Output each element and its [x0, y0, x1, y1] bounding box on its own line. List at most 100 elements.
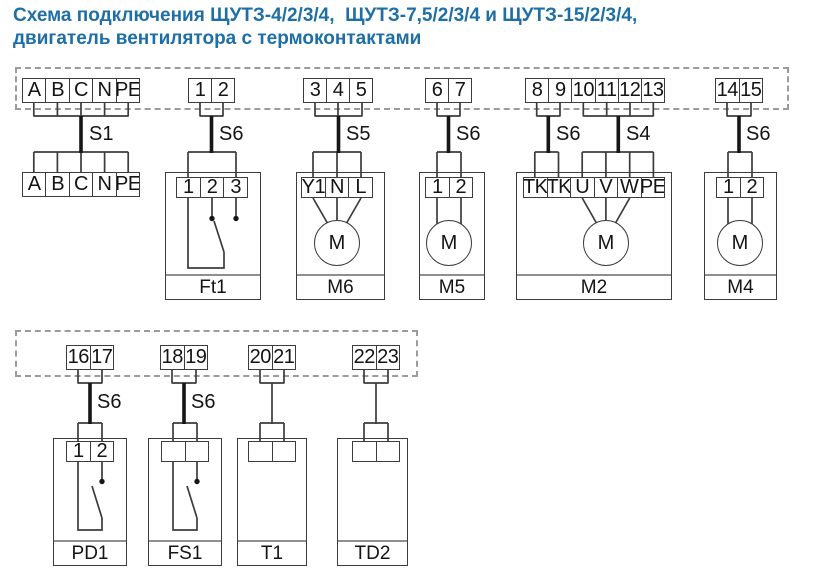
terminal-cell: 2	[449, 177, 473, 198]
terminal-cell: 3	[224, 177, 249, 198]
terminal-cell: 2	[200, 177, 225, 198]
device-label-fs1: FS1	[149, 540, 221, 565]
terminal-block-m2-input: 8 9 10 11 12 13	[525, 78, 666, 103]
terminal-cell: 8	[525, 78, 550, 103]
cable-label-s6-m5: S6	[456, 123, 481, 145]
terminal-row-m6: Y1 N L	[301, 177, 374, 198]
terminal-cell: C	[69, 78, 94, 103]
terminal-cell: 20	[248, 345, 273, 370]
terminal-cell: 3	[303, 78, 327, 103]
terminal-cell: 23	[376, 345, 400, 370]
terminal-cell: 13	[641, 78, 666, 103]
terminal-cell: Y1	[301, 177, 326, 198]
terminal-cell: 18	[160, 345, 185, 370]
cable-label-s4: S4	[626, 123, 651, 145]
terminal-row-m4: 1 2	[716, 177, 764, 198]
cable-label-s6-ft1: S6	[219, 123, 244, 145]
terminal-cell: 17	[90, 345, 114, 370]
terminal-cell	[376, 441, 400, 462]
terminal-cell: A	[22, 78, 47, 103]
terminal-cell: 1	[188, 78, 212, 103]
terminal-block-t1-input: 20 21	[248, 345, 296, 370]
terminal-cell: 2	[740, 177, 764, 198]
cable-label-s6-fs1: S6	[191, 391, 216, 413]
terminal-cell	[185, 441, 209, 462]
terminal-cell: 12	[618, 78, 642, 103]
terminal-cell	[161, 441, 186, 462]
device-label-m6: M6	[297, 274, 384, 299]
terminal-cell: N	[93, 172, 117, 197]
terminal-cell: 22	[352, 345, 377, 370]
terminal-cell: 4	[327, 78, 350, 103]
device-label-pd1: PD1	[54, 540, 126, 565]
terminal-block-fs1-input: 18 19	[160, 345, 208, 370]
device-label-m5: M5	[420, 274, 484, 299]
motor-symbol-m4: M	[717, 220, 763, 266]
motor-symbol-m6: M	[314, 220, 360, 266]
terminal-block-ft1-input: 1 2	[188, 78, 235, 103]
terminal-cell: PE	[116, 172, 141, 197]
terminal-cell: A	[22, 172, 47, 197]
terminal-cell	[352, 441, 377, 462]
terminal-cell: 1	[176, 177, 201, 198]
terminal-row-pd1: 1 2	[66, 441, 114, 462]
terminal-block-td2-input: 22 23	[352, 345, 400, 370]
terminal-block-power-output: A B C N PE	[22, 172, 141, 197]
terminal-cell: 1	[66, 441, 91, 462]
terminal-row-td2	[352, 441, 400, 462]
cable-label-s5: S5	[346, 123, 371, 145]
terminal-row-ft1: 1 2 3	[176, 177, 249, 198]
cable-label-s1: S1	[89, 123, 114, 145]
device-label-td2: TD2	[338, 540, 407, 565]
terminal-cell: 6	[425, 78, 449, 103]
motor-symbol-m2: M	[583, 220, 629, 266]
terminal-cell: L	[349, 177, 374, 198]
terminal-cell: 19	[184, 345, 208, 370]
device-label-ft1: Ft1	[166, 274, 260, 299]
terminal-cell: 21	[272, 345, 296, 370]
device-label-t1: T1	[238, 540, 306, 565]
terminal-cell: TK	[547, 177, 571, 198]
cable-label-s6-pd1: S6	[97, 391, 122, 413]
terminal-cell: 14	[715, 78, 740, 103]
terminal-cell: W	[618, 177, 642, 198]
terminal-block-m5-input: 6 7	[425, 78, 472, 103]
diagram-title-line2: двигатель вентилятора с термоконтактами	[13, 28, 422, 49]
diagram-title-line1: Схема подключения ЩУТЗ-4/2/3/4, ЩУТЗ-7,5…	[13, 5, 638, 26]
terminal-cell: PE	[641, 177, 665, 198]
terminal-cell: B	[46, 172, 70, 197]
terminal-row-m2: TK TK U V W PE	[523, 177, 665, 198]
motor-symbol-m5: M	[426, 220, 472, 266]
device-label-m2: M2	[517, 274, 671, 299]
terminal-block-m4-input: 14 15	[715, 78, 763, 103]
terminal-cell: 1	[425, 177, 450, 198]
terminal-cell: 15	[739, 78, 763, 103]
device-label-m4: M4	[705, 274, 776, 299]
terminal-cell: 2	[90, 441, 114, 462]
comb-lines-row2	[77, 370, 389, 441]
terminal-cell: V	[594, 177, 618, 198]
terminal-cell: U	[571, 177, 595, 198]
terminal-block-m6-input: 3 4 5	[303, 78, 373, 103]
terminal-row-fs1	[161, 441, 209, 462]
terminal-block-power-input: A B C N PE	[22, 78, 141, 103]
terminal-cell: PE	[116, 78, 141, 103]
terminal-cell: 1	[716, 177, 741, 198]
terminal-cell: 10	[572, 78, 596, 103]
terminal-cell: N	[325, 177, 350, 198]
terminal-cell: B	[46, 78, 70, 103]
terminal-cell: TK	[523, 177, 548, 198]
terminal-block-pd1-input: 16 17	[66, 345, 114, 370]
cable-label-s6-m4: S6	[746, 123, 771, 145]
terminal-cell	[272, 441, 296, 462]
terminal-cell: 11	[595, 78, 619, 103]
terminal-cell: 7	[449, 78, 472, 103]
terminal-row-m5: 1 2	[425, 177, 473, 198]
terminal-cell: 16	[66, 345, 91, 370]
terminal-cell: 5	[350, 78, 373, 103]
cable-label-s6-m2: S6	[556, 123, 581, 145]
terminal-cell: C	[69, 172, 94, 197]
terminal-cell	[248, 441, 273, 462]
terminal-cell: 2	[212, 78, 235, 103]
